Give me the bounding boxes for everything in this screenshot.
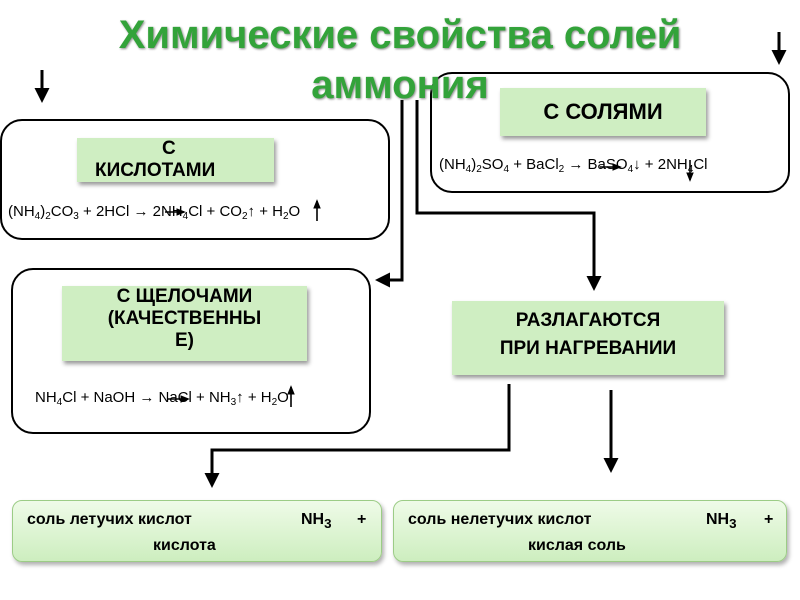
heating-label-line-2: ПРИ НАГРЕВАНИИ [499, 338, 677, 359]
salts-label-text: С СОЛЯМИ [543, 99, 663, 124]
acids-equation: (NH4)2CO3 + 2HCl → 2NH4Cl + CO2↑ + H2O [8, 203, 301, 222]
salts-label: С СОЛЯМИ [500, 88, 706, 136]
title-line-2: аммония [311, 63, 489, 107]
volatile-salt-text: соль летучих кислот [27, 511, 192, 528]
acids-label-line-1: С [162, 138, 176, 159]
nonvolatile-salt-text: соль нелетучих кислот [408, 511, 592, 528]
nonvolatile-second-product: кислая соль [528, 537, 626, 554]
title-line-1: Химические свойства солей [118, 13, 682, 57]
nonvolatile-plus: + [764, 511, 774, 528]
alkalis-label-line-3: Е) [175, 330, 194, 351]
alkalis-label: С ЩЕЛОЧАМИ (КАЧЕСТВЕННЫ Е) [62, 286, 307, 361]
acids-reaction-box [0, 119, 390, 240]
heating-label: РАЗЛАГАЮТСЯ ПРИ НАГРЕВАНИИ [452, 301, 724, 375]
volatile-acid-result: соль летучих кислот NH3 + кислота [12, 500, 382, 562]
volatile-nh3: NH3 [301, 511, 332, 532]
alkalis-label-line-2: (КАЧЕСТВЕННЫ [107, 308, 262, 329]
nonvolatile-nh3: NH3 [706, 511, 737, 532]
salts-equation: (NH4)2SO4 + BaCl2 → BaSO4↓ + 2NH4Cl [439, 156, 708, 175]
volatile-plus: + [357, 511, 367, 528]
volatile-second-product: кислота [153, 537, 216, 554]
nonvolatile-acid-result: соль нелетучих кислот NH3 + кислая соль [393, 500, 787, 562]
acids-label: С КИСЛОТАМИ [77, 138, 274, 182]
heating-label-line-1: РАЗЛАГАЮТСЯ [515, 310, 661, 331]
alkalis-equation: NH4Cl + NaOH → NaCl + NH3↑ + H2O [35, 389, 289, 408]
page-title: Химические свойства солей аммония [60, 10, 740, 110]
alkalis-label-line-1: С ЩЕЛОЧАМИ [116, 286, 253, 307]
acids-label-line-2: КИСЛОТАМИ [95, 160, 216, 181]
